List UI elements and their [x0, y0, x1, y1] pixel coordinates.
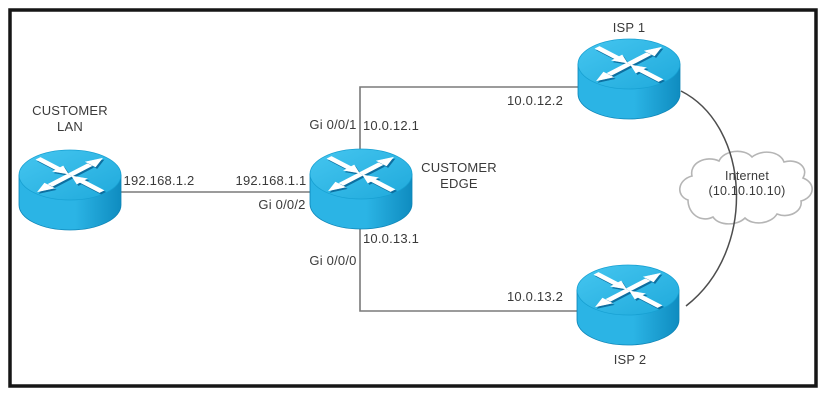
diagram-border	[8, 8, 818, 388]
ip-label-isp1-side: 10.0.12.2	[506, 93, 564, 109]
isp2-label: ISP 2	[613, 352, 647, 368]
ip-label-edge-isp1-side: 10.0.12.1	[362, 118, 420, 134]
customer-lan-router-icon	[19, 150, 121, 230]
isp1-label: ISP 1	[612, 20, 646, 36]
interface-label-gi-0-0-0: Gi 0/0/0	[309, 253, 357, 269]
link-edge-to-isp2	[359, 228, 578, 312]
customer-edge-label: CUSTOMER EDGE	[421, 160, 497, 191]
ip-label-edge-lan-side: 192.168.1.1	[235, 173, 307, 189]
isp2-router-icon	[577, 265, 679, 345]
link-edge-to-isp1	[359, 86, 578, 155]
interface-label-gi-0-0-1: Gi 0/0/1	[309, 117, 357, 133]
internet-cloud-label: Internet (10.10.10.10)	[708, 168, 786, 198]
customer-lan-label: CUSTOMER LAN	[32, 103, 108, 134]
ip-label-isp2-side: 10.0.13.2	[506, 289, 564, 305]
internet-cloud	[679, 150, 813, 225]
ip-label-edge-isp2-side: 10.0.13.1	[362, 231, 420, 247]
interface-label-gi-0-0-2: Gi 0/0/2	[258, 197, 306, 213]
isp1-router-icon	[578, 39, 680, 119]
ip-label-lan-side: 192.168.1.2	[123, 173, 195, 189]
customer-edge-router-icon	[310, 149, 412, 229]
link-isps-to-internet	[680, 90, 738, 307]
